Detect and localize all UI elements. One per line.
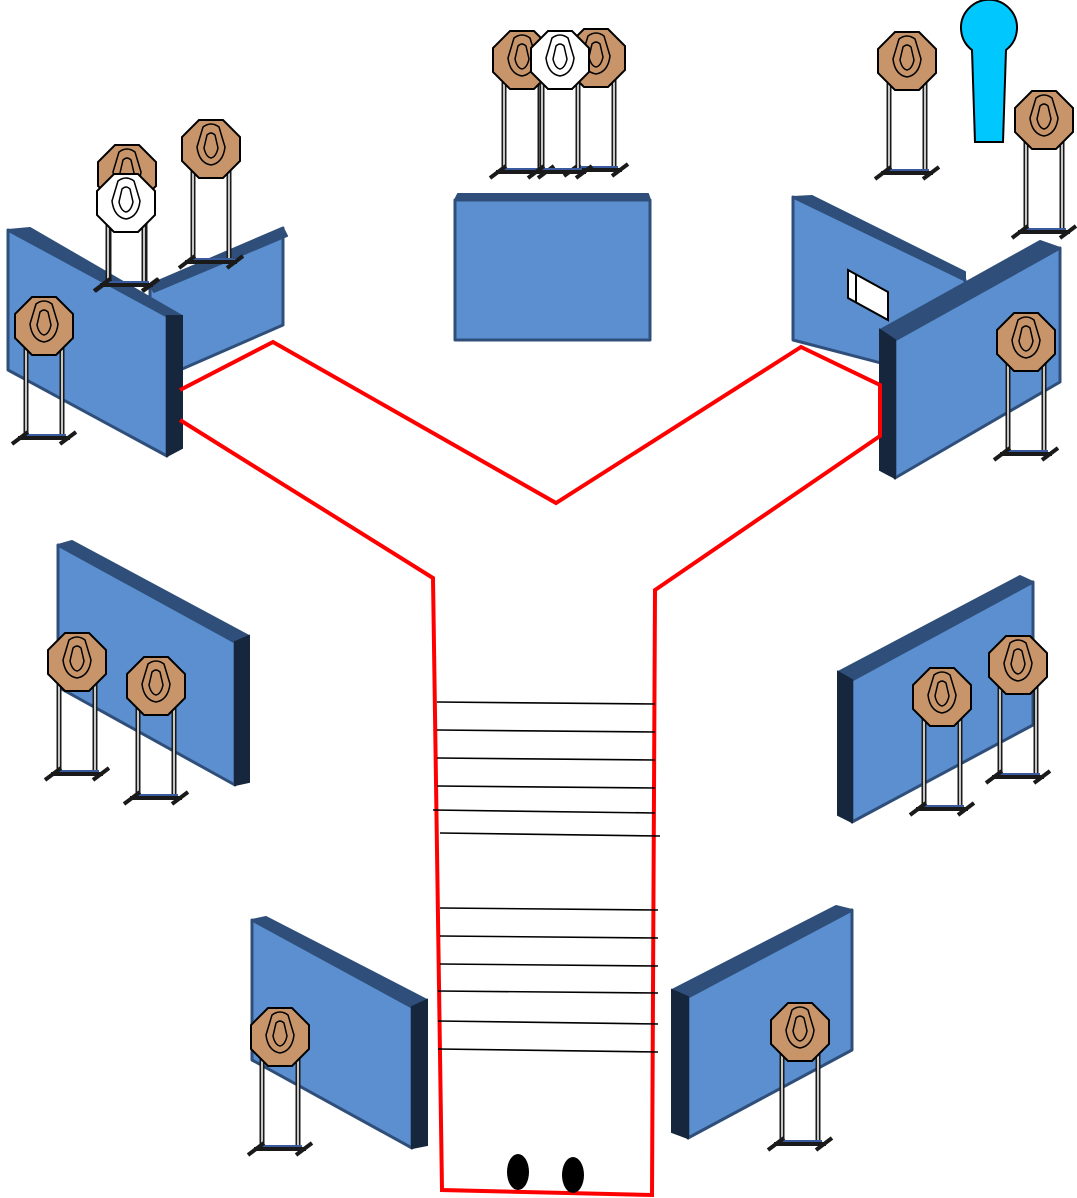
center-wall-icon <box>453 193 652 342</box>
steel-target-icon <box>122 656 190 806</box>
ladder-rung <box>439 907 659 911</box>
popper-target-icon <box>960 0 1018 143</box>
right-wall-front-icon <box>879 240 1062 480</box>
no-shoot-target-icon <box>526 30 594 180</box>
start-position-left-icon <box>507 1154 529 1190</box>
ladder-rung <box>437 1048 659 1053</box>
steel-target-icon <box>177 119 245 270</box>
start-position-right-icon <box>562 1157 584 1193</box>
steel-target-icon <box>992 312 1060 462</box>
left-wall-front-icon <box>6 227 183 458</box>
ladder-rung <box>437 990 659 994</box>
steel-target-icon <box>873 31 941 181</box>
fault-line-boundary <box>178 339 882 1198</box>
no-shoot-target-icon <box>92 173 160 293</box>
steel-target-icon <box>984 635 1052 785</box>
ladder-rung <box>437 1020 659 1025</box>
port-window-icon <box>847 268 889 322</box>
steel-target-icon <box>1010 90 1077 240</box>
steel-target-icon <box>246 1007 314 1157</box>
ladder-rung <box>439 832 661 837</box>
ladder-rung <box>436 785 656 789</box>
steel-target-icon <box>766 1002 834 1152</box>
ladder-rung <box>439 935 659 939</box>
bottom-left-wall-icon <box>250 916 428 1150</box>
ladder-rungs <box>432 701 661 1053</box>
steel-target-icon <box>10 296 78 446</box>
ladder-rung <box>439 963 659 967</box>
steel-target-icon <box>908 667 976 817</box>
ladder-rung <box>436 729 656 733</box>
ladder-rung <box>436 757 656 761</box>
ladder-rung <box>436 701 656 705</box>
steel-target-icon <box>43 632 111 782</box>
ladder-rung <box>432 809 656 814</box>
